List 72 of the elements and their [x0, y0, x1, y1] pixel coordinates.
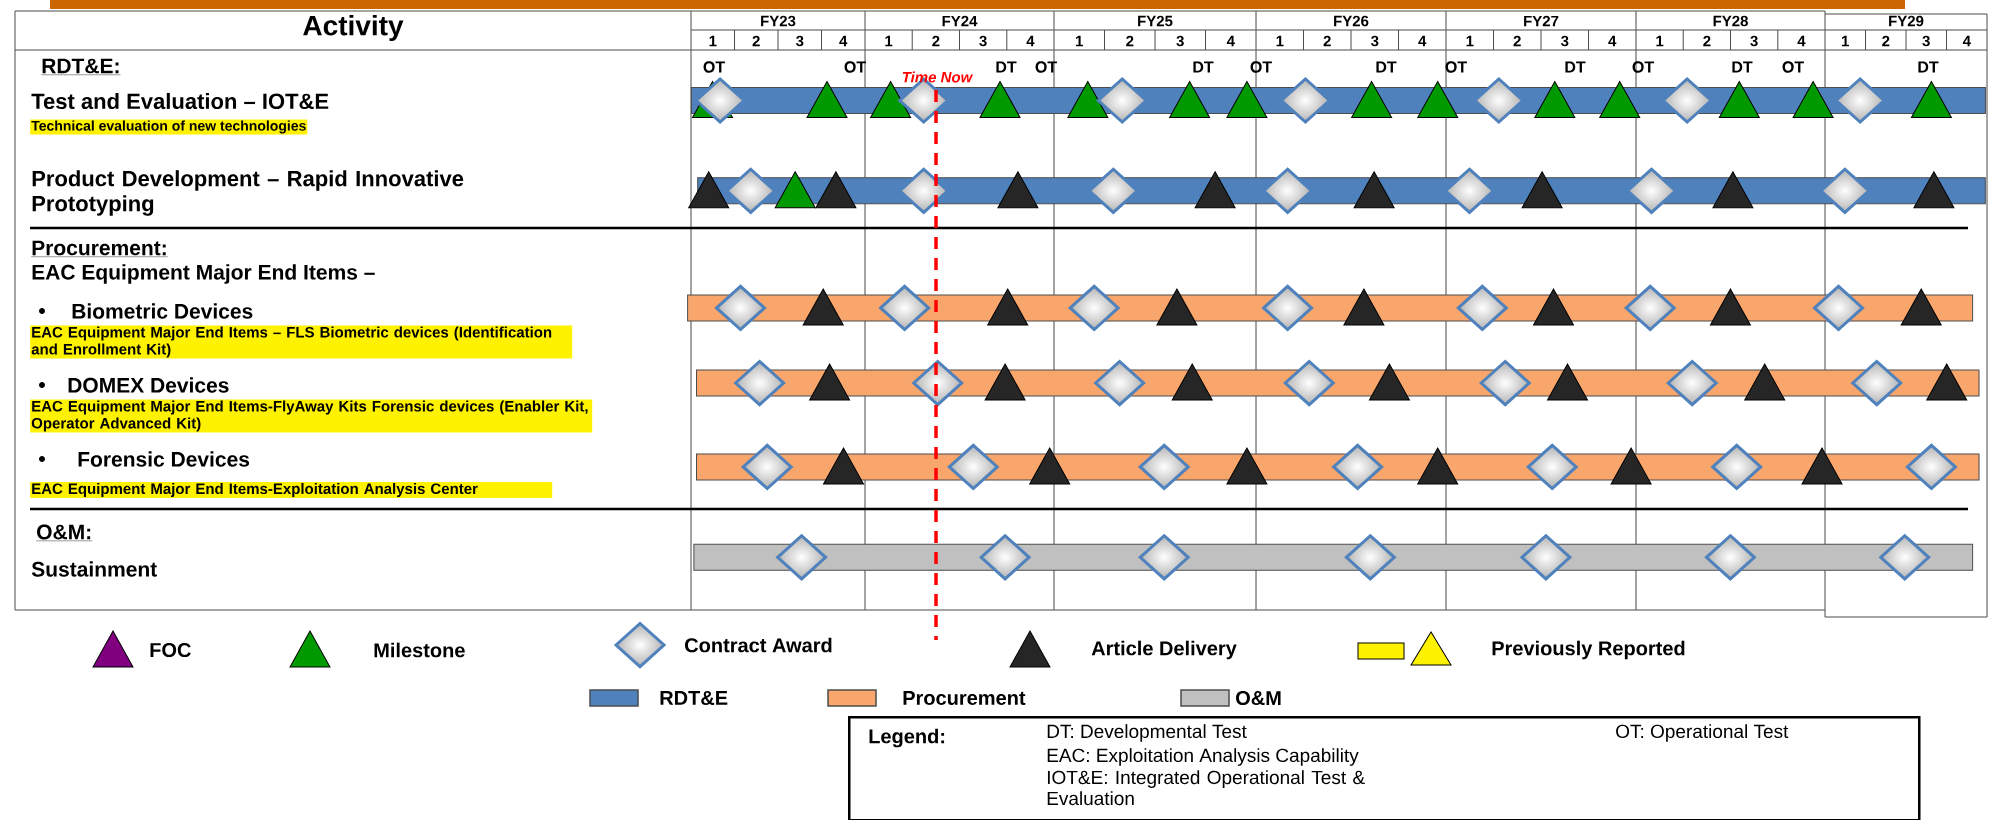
- activity-description: EAC Equipment Major End Items – FLS Biometric devices (Identification and Enrollment Kit): [30, 325, 573, 359]
- test-type-label: OT: [844, 61, 866, 73]
- quarter-number: 3: [1750, 35, 1758, 47]
- quarter-number: 1: [1276, 35, 1284, 47]
- fiscal-year-heading: FY26: [1334, 15, 1369, 27]
- test-type-label: DT: [1376, 61, 1397, 73]
- quarter-number: 4: [1226, 35, 1235, 47]
- activity-label: Biometric Devices: [72, 303, 253, 319]
- quarter-number: 2: [752, 35, 760, 47]
- test-type-label: OT: [1035, 61, 1057, 73]
- legend-label: RDT&E: [660, 691, 728, 705]
- quarter-number: 1: [885, 35, 893, 47]
- quarter-number: 1: [1076, 35, 1083, 47]
- test-type-label: DT: [1565, 61, 1586, 73]
- legend-label: FOC: [150, 642, 191, 658]
- quarter-number: 2: [1882, 35, 1890, 47]
- test-type-label: OT: [703, 61, 725, 73]
- activity-label: Sustainment: [31, 561, 157, 577]
- legend-label: O&M: [1236, 690, 1281, 706]
- quarter-number: 2: [932, 35, 940, 47]
- legend-label: Procurement: [903, 691, 1026, 705]
- fiscal-year-heading: FY27: [1524, 15, 1559, 27]
- quarter-number: 4: [1797, 35, 1806, 47]
- column-heading: Activity: [303, 14, 404, 42]
- quarter-number: 3: [1371, 35, 1379, 47]
- legend-label: Previously Reported: [1492, 640, 1685, 660]
- activity-label: Test and Evaluation – IOT&E: [31, 92, 329, 110]
- quarter-number: 1: [1656, 35, 1664, 47]
- quarter-number: 2: [1323, 35, 1331, 47]
- fiscal-year-heading: FY29: [1889, 15, 1924, 27]
- group-heading: EAC Equipment Major End Items –: [32, 264, 375, 284]
- activity-description: Technical evaluation of new technologies: [30, 119, 308, 135]
- test-type-label: OT: [1250, 61, 1272, 73]
- section-heading: Procurement:: [31, 240, 168, 257]
- activity-label: Forensic Devices: [78, 451, 250, 467]
- fiscal-year-heading: FY24: [942, 15, 978, 27]
- quarter-number: 4: [1962, 35, 1971, 47]
- quarter-number: 4: [839, 35, 848, 47]
- quarter-number: 3: [796, 35, 804, 47]
- section-heading: O&M:: [36, 524, 93, 542]
- activity-label: DOMEX Devices: [68, 377, 229, 393]
- fiscal-year-heading: FY23: [761, 15, 796, 27]
- quarter-number: 3: [1176, 35, 1184, 47]
- quarter-number: 1: [1842, 35, 1849, 47]
- quarter-number: 4: [1608, 35, 1617, 47]
- activity-label: Product Development – Rapid Innovative Prototyping: [32, 170, 464, 216]
- quarter-number: 1: [709, 35, 717, 47]
- fiscal-year-heading: FY28: [1713, 15, 1748, 27]
- legend-label: Article Delivery: [1091, 640, 1237, 660]
- quarter-number: 2: [1513, 35, 1521, 47]
- quarter-number: 3: [979, 35, 987, 47]
- legend-box: Legend: DT: Developmental Test OT: Operational Test EAC: Exploitation Analysis Capability IOT&E: Integrated Operational Test & Evaluation: [848, 716, 1921, 820]
- quarter-number: 3: [1561, 35, 1569, 47]
- fiscal-year-heading: FY25: [1138, 15, 1173, 27]
- test-type-label: OT: [1445, 61, 1467, 73]
- quarter-number: 4: [1026, 35, 1035, 47]
- test-type-label: DT: [1732, 61, 1753, 73]
- quarter-number: 2: [1126, 35, 1134, 47]
- activity-description: EAC Equipment Major End Items-Exploitation Analysis Center: [30, 482, 553, 498]
- quarter-number: 1: [1466, 35, 1474, 47]
- activity-description: EAC Equipment Major End Items-FlyAway Kits Forensic devices (Enabler Kit, Operator Advanced Kit): [30, 399, 593, 433]
- section-heading: RDT&E:: [41, 58, 121, 75]
- legend-label: Milestone: [374, 642, 465, 658]
- test-type-label: OT: [1782, 61, 1804, 73]
- test-type-label: DT: [1193, 61, 1214, 73]
- quarter-number: 2: [1703, 35, 1711, 47]
- test-type-label: DT: [1918, 61, 1939, 73]
- quarter-number: 4: [1418, 35, 1427, 47]
- quarter-number: 3: [1922, 35, 1930, 47]
- legend-label: Contract Award: [685, 637, 832, 653]
- test-type-label: DT: [996, 61, 1017, 73]
- test-type-label: OT: [1632, 61, 1654, 73]
